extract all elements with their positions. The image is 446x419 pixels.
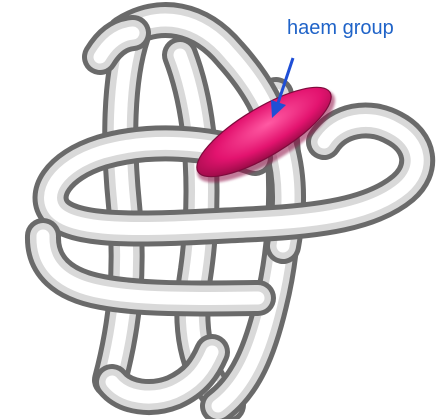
tube-left-loop [110,35,133,380]
haem-group-label: haem group [287,16,394,40]
tube-front-strands [43,20,417,397]
